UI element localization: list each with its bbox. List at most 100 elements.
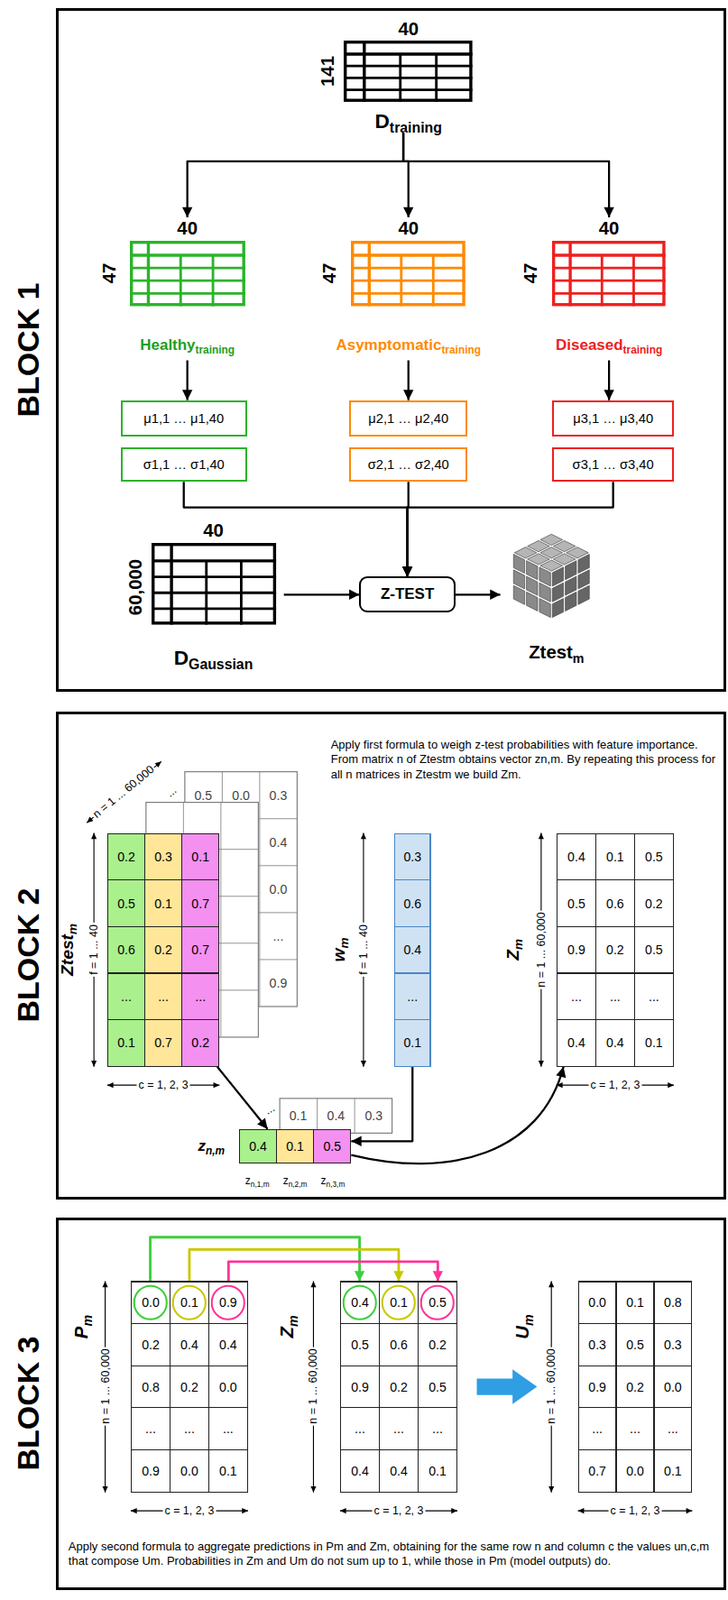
matrix-cell: ... [182,974,219,1020]
matrix-cell: 0.1 [617,1282,655,1324]
matrix-cell: 0.0 [617,1450,655,1492]
connector-line [217,1067,268,1130]
cell-value: 0.2 [191,1035,210,1051]
axis-line [86,761,162,823]
matrix-cell: 0.5 [418,1282,457,1324]
table-icon: 40141Dtraining [311,18,496,133]
block-label: BLOCK 1 [10,283,47,418]
matrix-cell: 0.4 [557,834,596,880]
matrix-cell: 0.4 [340,1450,379,1492]
matrix: 0.20.30.10.50.10.70.60.20.7.........0.10… [107,833,221,1068]
cell-value: 0.4 [248,1139,268,1154]
table-icon: 4047Healthytraining [97,217,261,360]
matrix-name: Pm [71,1315,93,1339]
cell-value: 0.1 [285,1139,305,1154]
matrix-name: Um [512,1315,534,1340]
cell-value: 0.6 [389,1337,408,1353]
cell-value: 0.0 [231,788,250,803]
axis-label: f = 1 ... 40 [357,922,370,977]
arrow-head [402,566,413,577]
table-line [343,76,473,80]
axis-label: n = 1 ... 60,000 [306,1346,320,1426]
matrix-cell: ... [557,974,596,1020]
back-layer-line [258,772,260,1007]
table-line [569,240,572,306]
block-label: BLOCK 3 [10,1336,47,1472]
table-grid [552,240,666,306]
connector [182,360,193,401]
cell-value: 0.4 [180,1337,199,1353]
cell-value: 0.2 [180,1380,199,1395]
cubelet [513,585,525,605]
connector [455,589,501,600]
cell-value: ... [273,929,285,944]
cell-value: 0.0 [626,1464,645,1479]
cell-value: 0.1 [289,1108,308,1124]
connector [182,132,404,218]
cell-value: 0.9 [588,1380,607,1395]
table-line [146,240,149,306]
matrix-cell: 0.5 [635,834,673,880]
connector-line [350,1067,563,1164]
matrix-cell: 0.1 [635,1020,673,1066]
stats-box: σ2,1 … σ2,40 [349,447,468,482]
connector-line [189,1249,399,1281]
axis-head [360,1060,367,1068]
table-line [169,543,173,626]
axis-head [340,1508,347,1514]
matrix-cell: 0.1 [108,1020,145,1066]
axis-head [451,1508,458,1514]
connector [284,589,360,600]
matrix-cell: 0.9 [579,1366,617,1408]
cell-value: ... [393,1421,405,1437]
axis-head [91,1060,97,1068]
cell-value: ... [667,1421,679,1437]
subscript: n,3,m [326,1179,346,1189]
connector-line [150,1237,360,1282]
matrix-cell: ... [145,974,182,1020]
matrix: 0.00.10.80.30.50.30.90.20.0.........0.70… [578,1280,693,1493]
matrix-cell: 0.4 [170,1324,209,1365]
cell-value: 0.5 [428,1295,447,1310]
matrix-cell: 0.6 [596,880,635,926]
cell-value: 0.1 [191,849,210,865]
subscript: Gaussian [188,656,253,673]
cell-value: ... [194,989,206,1005]
axis-label: c = 1, 2, 3 [137,1078,191,1092]
box-text: Z-TEST [380,585,434,604]
axis-head [578,1508,585,1514]
cell-value: ... [222,1421,234,1437]
cell-value: 0.4 [606,1035,625,1051]
cell-value: ... [120,989,132,1005]
cell-value: ... [157,989,169,1005]
cell-value: 0.3 [663,1337,682,1353]
cell-value: 0.1 [645,1035,664,1051]
cell-value: 0.2 [154,942,173,958]
matrix-name: Ztestm [57,923,78,977]
cubelet [578,585,590,605]
connector [350,1067,413,1147]
cell-value: 0.0 [141,1295,160,1310]
matrix-cell: 0.9 [209,1282,248,1324]
matrix-cell: 0.2 [635,880,673,926]
arrow-head [603,389,614,400]
matrix-cell: 0.1 [182,834,219,880]
cell-value: ... [609,989,621,1005]
axis-label: c = 1, 2, 3 [608,1504,663,1518]
cell-value: 0.1 [663,1464,682,1479]
table-line [363,40,367,102]
axis-head [360,833,367,840]
table-grid [350,240,466,306]
arrow-head [350,1136,361,1147]
cell-value: ... [629,1421,641,1437]
matrix-cell: 0.3 [395,834,430,880]
table-line [350,267,466,270]
cell-value: 0.1 [117,1035,136,1051]
block-panel: BLOCK 30.00.10.90.20.40.40.80.20.0......… [55,1217,726,1591]
matrix-cell: 0.2 [418,1324,457,1365]
matrix-name: wm [329,937,350,962]
arrow-head [402,566,413,577]
matrix-cell: 0.4 [395,927,430,973]
cell-value: 0.4 [269,835,288,850]
